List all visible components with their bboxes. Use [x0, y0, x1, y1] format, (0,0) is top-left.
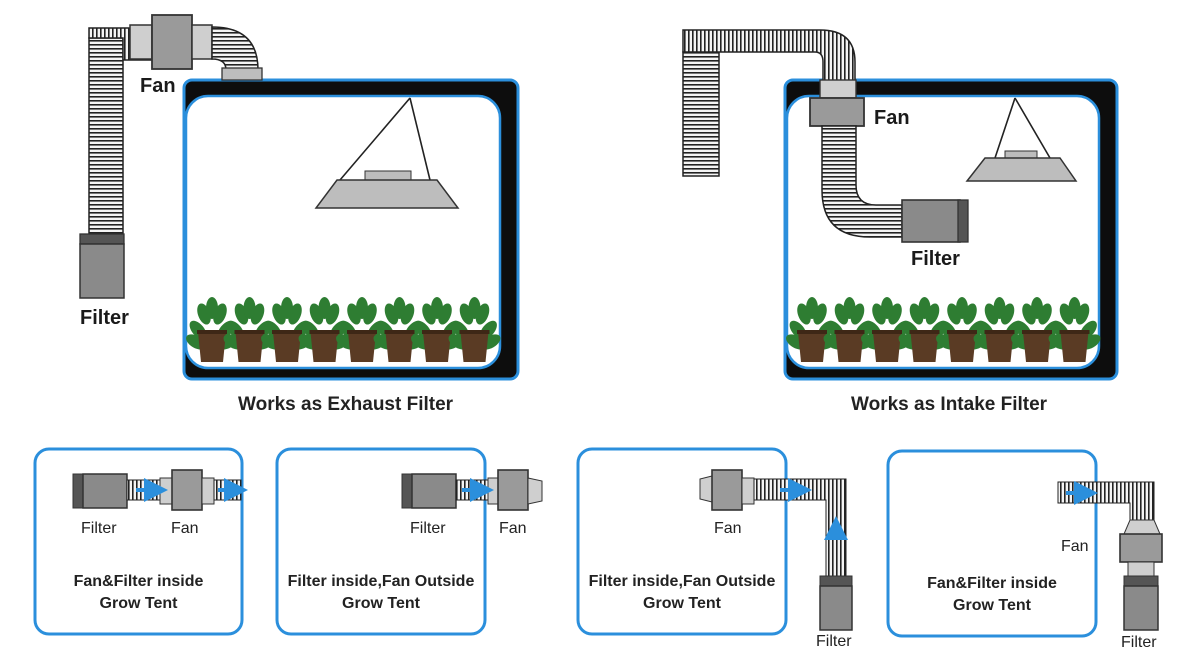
grow-light-icon	[314, 97, 460, 209]
carbon-filter-icon	[82, 473, 128, 509]
panel-3	[576, 447, 853, 636]
panel-1-fan-label: Fan	[171, 520, 199, 537]
panel-4-fan-label: Fan	[1061, 538, 1089, 555]
carbon-filter-icon	[1123, 585, 1159, 631]
carbon-filter-icon	[401, 473, 413, 509]
panel-4-caption: Fan&Filter inside Grow Tent	[888, 573, 1096, 617]
panel-2	[275, 447, 543, 636]
panel-1	[33, 447, 248, 636]
fan-icon	[159, 477, 173, 505]
exhaust-tent-interior	[184, 94, 502, 370]
flexible-duct-icon	[682, 51, 720, 177]
intake-filter-label: Filter	[911, 248, 960, 270]
potted-plant-icon	[411, 297, 463, 362]
panel-1-caption: Fan&Filter inside Grow Tent	[35, 571, 242, 615]
exhaust-tent-diagram	[79, 14, 520, 381]
potted-plant-icon	[373, 297, 426, 362]
fan-icon	[711, 469, 743, 511]
potted-plant-icon	[223, 297, 276, 362]
panel-3-fan-label: Fan	[714, 520, 742, 537]
panel-3-filter-label: Filter	[816, 633, 852, 650]
intake-tent-diagram	[682, 29, 1119, 381]
flexible-duct-icon	[88, 37, 124, 237]
intake-caption: Works as Intake Filter	[851, 394, 1048, 415]
panel-2-fan-label: Fan	[499, 520, 527, 537]
carbon-filter-icon	[79, 233, 125, 299]
panel-4-caption-line2: Grow Tent	[953, 597, 1031, 614]
intake-fan-label: Fan	[874, 107, 910, 129]
grow-light-icon	[965, 97, 1078, 182]
carbon-filter-icon	[819, 575, 853, 587]
panel-1-caption-line2: Grow Tent	[99, 595, 178, 612]
panel-2-caption: Filter inside,Fan Outside Grow Tent	[277, 571, 485, 615]
potted-plant-icon	[861, 297, 913, 362]
panel-3-caption: Filter inside,Fan Outside Grow Tent	[578, 571, 786, 615]
intake-fan-icon	[809, 79, 865, 127]
panel-2-caption-line1: Filter inside,Fan Outside	[287, 573, 475, 590]
plant-row	[786, 297, 1101, 362]
fan-icon	[171, 469, 203, 511]
duct-elbow-down-icon	[211, 26, 259, 71]
fan-icon	[527, 477, 543, 505]
exhaust-fan-icon	[129, 14, 213, 70]
fan-icon	[699, 475, 713, 503]
potted-plant-icon	[823, 297, 876, 362]
carbon-filter-icon	[1123, 575, 1159, 587]
panel-1-caption-line1: Fan&Filter inside	[73, 573, 204, 590]
panel-4	[886, 449, 1163, 638]
duct-collar-icon	[221, 67, 263, 81]
fan-icon	[201, 477, 215, 505]
fan-icon	[497, 469, 529, 511]
carbon-filter-icon	[901, 199, 969, 243]
potted-plant-icon	[936, 297, 988, 362]
panel-3-caption-line1: Filter inside,Fan Outside	[588, 573, 776, 590]
potted-plant-icon	[261, 297, 313, 362]
carbon-filter-icon	[72, 473, 84, 509]
fan-icon	[741, 477, 755, 505]
potted-plant-icon	[1048, 297, 1101, 362]
panel-3-caption-line2: Grow Tent	[643, 595, 721, 612]
fan-icon	[1119, 533, 1163, 563]
panel-1-filter-label: Filter	[81, 520, 117, 537]
panel-4-filter-label: Filter	[1121, 634, 1157, 651]
fan-icon	[1123, 519, 1161, 535]
panel-4-caption-line1: Fan&Filter inside	[927, 575, 1057, 592]
exhaust-caption: Works as Exhaust Filter	[238, 394, 454, 415]
panel-2-caption-line2: Grow Tent	[342, 595, 420, 612]
fan-icon	[1127, 561, 1155, 577]
panel-2-filter-label: Filter	[410, 520, 446, 537]
carbon-filter-icon	[819, 585, 853, 631]
exhaust-filter-label: Filter	[80, 307, 129, 329]
plant-row	[186, 297, 501, 362]
potted-plant-icon	[448, 297, 501, 362]
exhaust-fan-label: Fan	[140, 75, 176, 97]
fan-icon	[487, 477, 499, 505]
carbon-filter-icon	[411, 473, 457, 509]
